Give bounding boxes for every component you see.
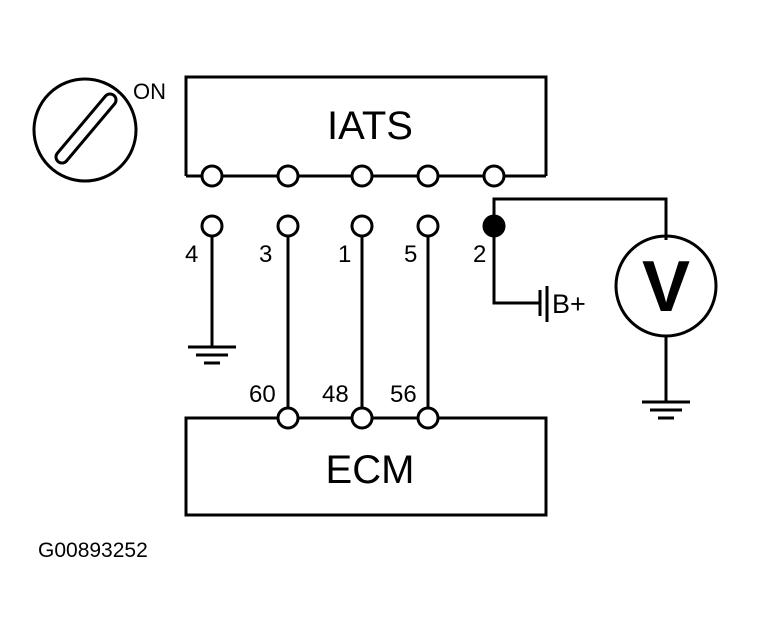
figure-id: G00893252: [38, 539, 148, 562]
connector-terminal: [350, 214, 374, 238]
connector-terminal-probe: [482, 214, 506, 238]
ecm-pin-label: 60: [249, 381, 276, 408]
pin-label: 1: [338, 241, 351, 268]
ground-icon: [642, 400, 690, 420]
iats-terminals: [200, 164, 506, 188]
voltmeter-icon: [614, 234, 718, 402]
iats-terminal: [276, 164, 300, 188]
ground-icon: [188, 345, 236, 365]
iats-terminal: [200, 164, 224, 188]
wire-pin-2-meter: [492, 197, 668, 240]
pin-label: 5: [404, 241, 417, 268]
connector-terminal: [276, 214, 300, 238]
ecm-terminal: [416, 406, 440, 430]
wire-pin-2-battery: [492, 227, 540, 305]
iats-label: IATS: [327, 104, 413, 148]
pin-label: 2: [473, 241, 486, 268]
ecm-pin-label: 56: [390, 381, 417, 408]
iats-terminal: [350, 164, 374, 188]
battery-label: B+: [552, 289, 586, 319]
harness-wires: [210, 197, 668, 408]
pin-label: 3: [259, 241, 272, 268]
switch-on-label: ON: [133, 79, 166, 104]
ignition-switch-icon: [32, 77, 138, 183]
connector-terminals: [200, 214, 506, 238]
iats-terminal: [416, 164, 440, 188]
battery-icon: [538, 286, 549, 322]
iats-terminal: [482, 164, 506, 188]
voltmeter-label: V: [642, 247, 690, 327]
connector-terminal: [416, 214, 440, 238]
ecm-pin-label: 48: [322, 381, 349, 408]
ecm-label: ECM: [326, 448, 415, 492]
ecm-terminal: [276, 406, 300, 430]
pin-label: 4: [185, 241, 198, 268]
ecm-terminals: [276, 406, 440, 430]
ecm-terminal: [350, 406, 374, 430]
connector-terminal: [200, 214, 224, 238]
